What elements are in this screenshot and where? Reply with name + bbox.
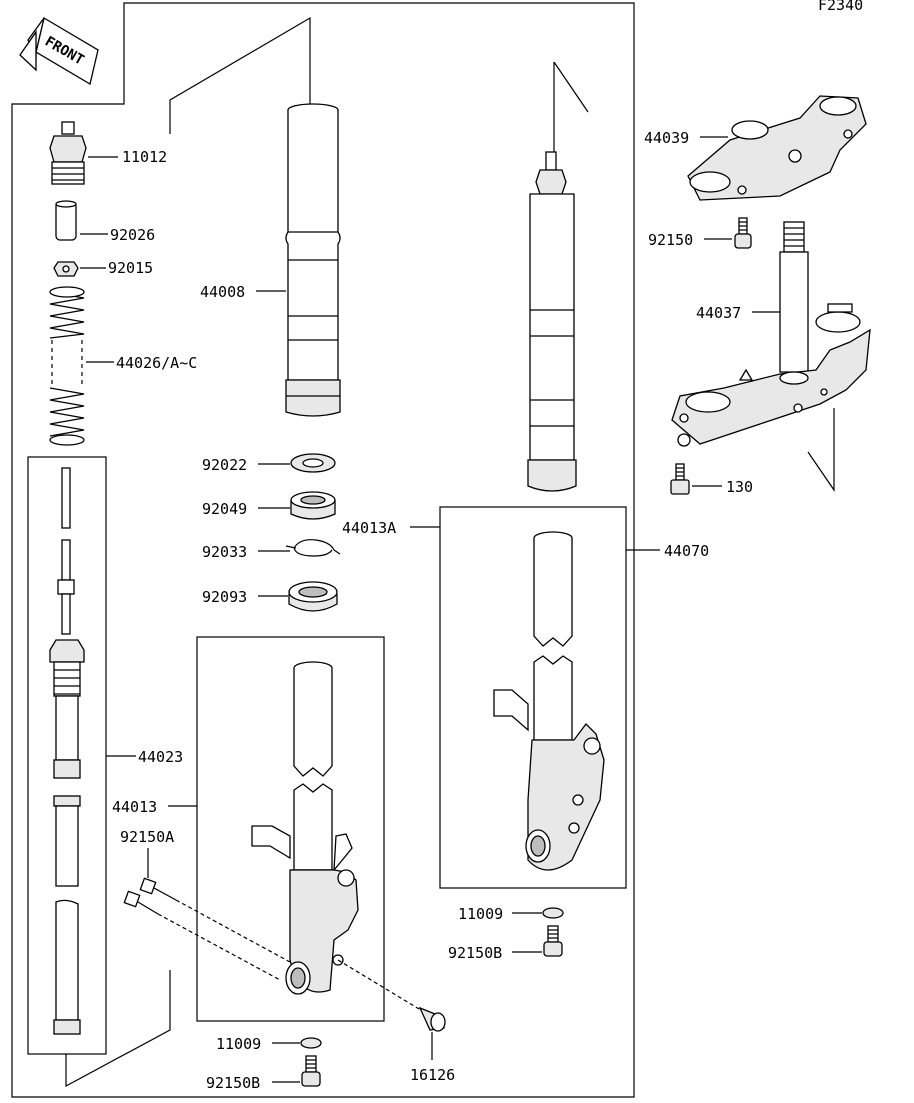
- figure-code: F2340: [818, 0, 863, 14]
- callout-11009-left: 11009: [216, 1035, 261, 1053]
- leader-cap-to-tube: [169, 16, 311, 134]
- steering-stem-lower-clamp: [671, 221, 871, 447]
- seal-washer: [290, 453, 336, 473]
- callout-44026: 44026/A~C: [116, 354, 197, 372]
- axle-clamp-bolts: [123, 877, 291, 981]
- leader-cartridge-bottom: [65, 970, 171, 1088]
- stem-bolt: [670, 463, 690, 495]
- callout-44037: 44037: [696, 304, 741, 322]
- upper-triple-clamp: [687, 95, 867, 201]
- spacer-collar: [55, 200, 77, 241]
- callout-92150: 92150: [648, 231, 693, 249]
- callout-44039: 44039: [644, 129, 689, 147]
- callout-92033: 92033: [202, 543, 247, 561]
- assembled-fork-leg: [527, 151, 577, 492]
- socket-bolt-right: [543, 925, 563, 957]
- fork-assembly-box: [439, 506, 627, 889]
- callout-92150A: 92150A: [120, 828, 174, 846]
- inner-tube-group-box: [196, 636, 385, 1022]
- callout-11012: 11012: [122, 148, 167, 166]
- callout-130: 130: [726, 478, 753, 496]
- top-cap-bolt: [49, 121, 87, 185]
- callout-92049: 92049: [202, 500, 247, 518]
- callout-92093: 92093: [202, 588, 247, 606]
- outer-fork-tube: [285, 103, 341, 417]
- callout-16126: 16126: [410, 1066, 455, 1084]
- damper-cartridge: [49, 467, 85, 1035]
- drain-bolt: [337, 959, 446, 1032]
- copper-washer-left: [300, 1037, 322, 1049]
- fork-spring: [49, 286, 85, 446]
- socket-bolt-left: [301, 1055, 321, 1087]
- callout-44008: 44008: [200, 283, 245, 301]
- callout-92026: 92026: [110, 226, 155, 244]
- front-direction-arrow: FRONT: [19, 16, 99, 86]
- callout-11009-right: 11009: [458, 905, 503, 923]
- oil-seal: [290, 491, 336, 520]
- lock-nut: [53, 261, 79, 277]
- inner-fork-tube: [251, 661, 359, 995]
- callout-44013: 44013: [112, 798, 157, 816]
- callout-92015: 92015: [108, 259, 153, 277]
- dust-seal: [288, 581, 338, 612]
- leader-steering-diagonal: [553, 61, 589, 152]
- callout-92150B-right: 92150B: [448, 944, 502, 962]
- callout-44070: 44070: [664, 542, 709, 560]
- callout-44023: 44023: [138, 748, 183, 766]
- leader-steering-lower: [807, 408, 835, 492]
- inner-tube-assembly-right: [493, 531, 605, 871]
- clamp-bolt-upper: [734, 217, 752, 249]
- callout-92022: 92022: [202, 456, 247, 474]
- callout-44013A: 44013A: [342, 519, 396, 537]
- diagram-frame: [11, 2, 635, 1098]
- retaining-clip: [285, 539, 341, 557]
- callout-92150B-left: 92150B: [206, 1074, 260, 1092]
- copper-washer-right: [542, 907, 564, 919]
